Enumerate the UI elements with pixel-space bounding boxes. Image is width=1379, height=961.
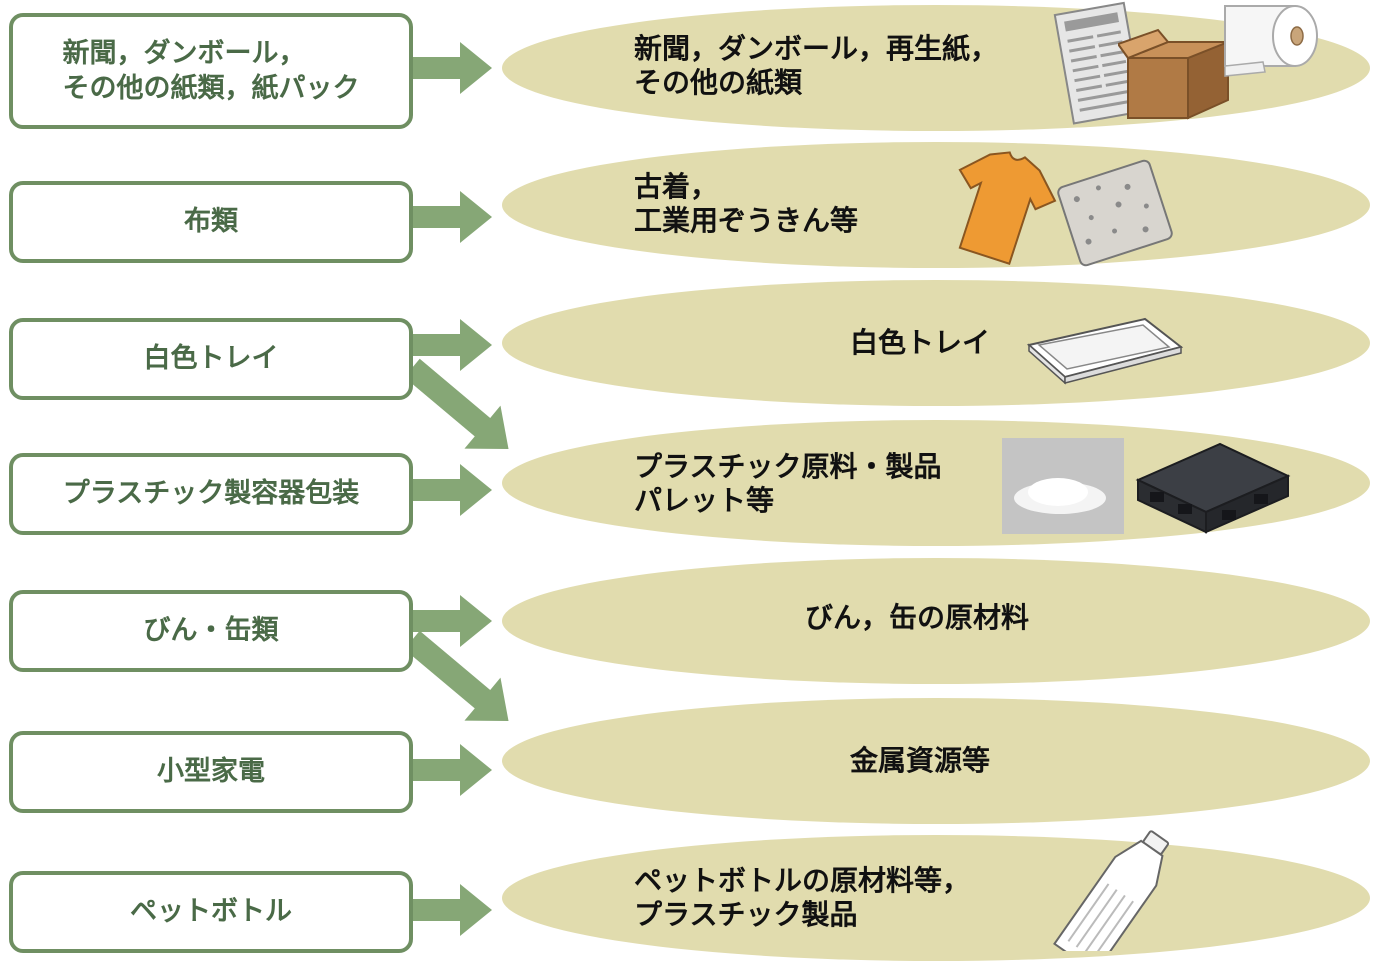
pallet-icon bbox=[1135, 442, 1291, 534]
source-label: びん・缶類 bbox=[143, 615, 279, 647]
source-box-pet-bottles: ペットボトル bbox=[9, 871, 413, 953]
source-label: プラスチック製容器包装 bbox=[62, 478, 360, 510]
arrow-tray-to-plastic bbox=[404, 358, 509, 449]
result-text-tray: 白色トレイ bbox=[850, 326, 990, 360]
source-label: 小型家電 bbox=[157, 756, 265, 788]
arrow-cloth bbox=[412, 191, 492, 243]
toilet-paper-icon bbox=[1224, 5, 1318, 77]
result-text-bottles-cans: びん，缶の原材料 bbox=[805, 601, 1029, 635]
result-ellipse-bottles-cans bbox=[502, 558, 1370, 684]
source-box-paper: 新聞，ダンボール， その他の紙類，紙パック bbox=[9, 13, 413, 129]
result-ellipse-pet bbox=[502, 835, 1370, 961]
pet-bottle-icon bbox=[1053, 830, 1170, 951]
result-ellipse-tray bbox=[502, 280, 1370, 406]
result-line: 白色トレイ bbox=[850, 326, 991, 359]
result-line: プラスチック製品 bbox=[634, 898, 858, 932]
result-line: ペットボトルの原材料等， bbox=[634, 864, 971, 897]
source-box-cloth: 布類 bbox=[9, 181, 413, 263]
result-ellipse-cloth bbox=[502, 142, 1370, 268]
result-line: パレット等 bbox=[634, 484, 775, 518]
result-text-pet: ペットボトルの原材料等， プラスチック製品 bbox=[634, 864, 970, 932]
source-label: 白色トレイ bbox=[143, 343, 279, 375]
source-label: 布類 bbox=[184, 206, 238, 238]
result-line: 工業用ぞうきん等 bbox=[634, 204, 859, 238]
result-line: プラスチック原料・製品 bbox=[634, 450, 942, 483]
source-box-white-tray: 白色トレイ bbox=[9, 318, 413, 400]
source-label: 新聞，ダンボール， bbox=[62, 37, 306, 69]
source-box-small-appliances: 小型家電 bbox=[9, 731, 413, 813]
source-box-bottles-cans: びん・缶類 bbox=[9, 590, 413, 672]
result-text-metal: 金属資源等 bbox=[850, 744, 990, 778]
source-label: ペットボトル bbox=[130, 896, 292, 928]
arrow-appliances bbox=[412, 744, 492, 796]
result-ellipse-metal bbox=[502, 698, 1370, 824]
result-line: びん，缶の原材料 bbox=[805, 601, 1030, 634]
tshirt-icon bbox=[958, 151, 1057, 266]
result-text-paper: 新聞，ダンボール，再生紙， その他の紙類 bbox=[634, 32, 998, 100]
source-label: その他の紙類，紙パック bbox=[62, 73, 360, 104]
arrow-plastic bbox=[412, 464, 492, 516]
plastic-pellets-icon bbox=[1002, 438, 1124, 534]
result-line: その他の紙類 bbox=[634, 66, 803, 100]
arrow-pet bbox=[412, 884, 492, 936]
result-text-cloth: 古着， 工業用ぞうきん等 bbox=[634, 170, 858, 238]
arrow-bottles-to-metal bbox=[404, 630, 509, 721]
tray-icon bbox=[1026, 317, 1184, 385]
result-text-plastic: プラスチック原料・製品 パレット等 bbox=[634, 450, 941, 518]
result-line: 古着， bbox=[634, 170, 719, 203]
newspaper-icon bbox=[1053, 1, 1145, 125]
result-line: 新聞，ダンボール，再生紙， bbox=[634, 32, 999, 65]
result-line: 金属資源等 bbox=[850, 744, 991, 777]
arrow-paper bbox=[412, 42, 492, 94]
source-box-plastic-packaging: プラスチック製容器包装 bbox=[9, 453, 413, 535]
rag-icon bbox=[1057, 159, 1173, 267]
